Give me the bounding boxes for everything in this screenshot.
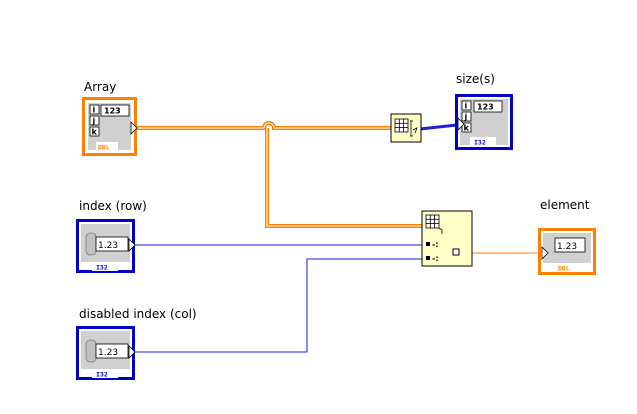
element-type-tag: DBL (558, 265, 570, 273)
element-indicator-terminal[interactable]: 1.23 DBL (538, 228, 596, 275)
disabled-index-col-value: 1.23 (98, 348, 118, 358)
array-wire[interactable] (137, 121, 422, 228)
size-bracket-icon (410, 120, 418, 137)
index-row-value: 1.23 (98, 241, 118, 251)
index-row-type-tag: I32 (96, 264, 108, 272)
sizes-wire[interactable] (419, 123, 458, 131)
index-terminal-col-icon: ‑: (426, 254, 439, 263)
svg-text:‑:: ‑: (432, 240, 439, 249)
array-dim-i: i (93, 106, 96, 115)
sizes-label: size(s) (456, 72, 495, 86)
disabled-index-col-type-tag: I32 (96, 371, 108, 379)
array-grid-icon (425, 214, 443, 234)
sizes-dim-j: j (464, 113, 468, 122)
array-grid-icon (394, 118, 409, 133)
disabled-index-col-label: disabled index (col) (79, 307, 197, 321)
element-output-icon (452, 248, 460, 256)
array-dim-k: k (92, 128, 98, 137)
index-col-wire[interactable] (135, 258, 422, 353)
sizes-dim-k: k (464, 124, 470, 133)
sizes-type-tag: I32 (474, 139, 486, 147)
array-dim-j: j (92, 117, 96, 126)
element-label: element (540, 198, 590, 212)
array-indicator: 123 (104, 107, 121, 116)
increment-decrement-icon (85, 232, 97, 256)
svg-text:‑:: ‑: (432, 254, 439, 263)
array-control-terminal[interactable]: i j k 123 DBL (82, 97, 138, 156)
sizes-dim-i: i (465, 102, 468, 111)
disabled-index-col-control-terminal[interactable]: 1.23 I32 (76, 326, 136, 380)
array-label: Array (84, 80, 116, 94)
index-terminal-row-icon: ‑: (426, 240, 439, 249)
index-array-function[interactable]: ‑: ‑: (421, 210, 473, 267)
array-size-function[interactable] (390, 113, 422, 143)
array-type-tag: DBL (98, 144, 110, 152)
increment-decrement-icon (85, 339, 97, 363)
index-row-label: index (row) (79, 199, 147, 213)
index-row-control-terminal[interactable]: 1.23 I32 (76, 219, 136, 273)
sizes-indicator-terminal[interactable]: i j k 123 I32 (455, 94, 513, 150)
element-value: 1.23 (557, 242, 577, 252)
sizes-indicator: 123 (477, 103, 494, 112)
